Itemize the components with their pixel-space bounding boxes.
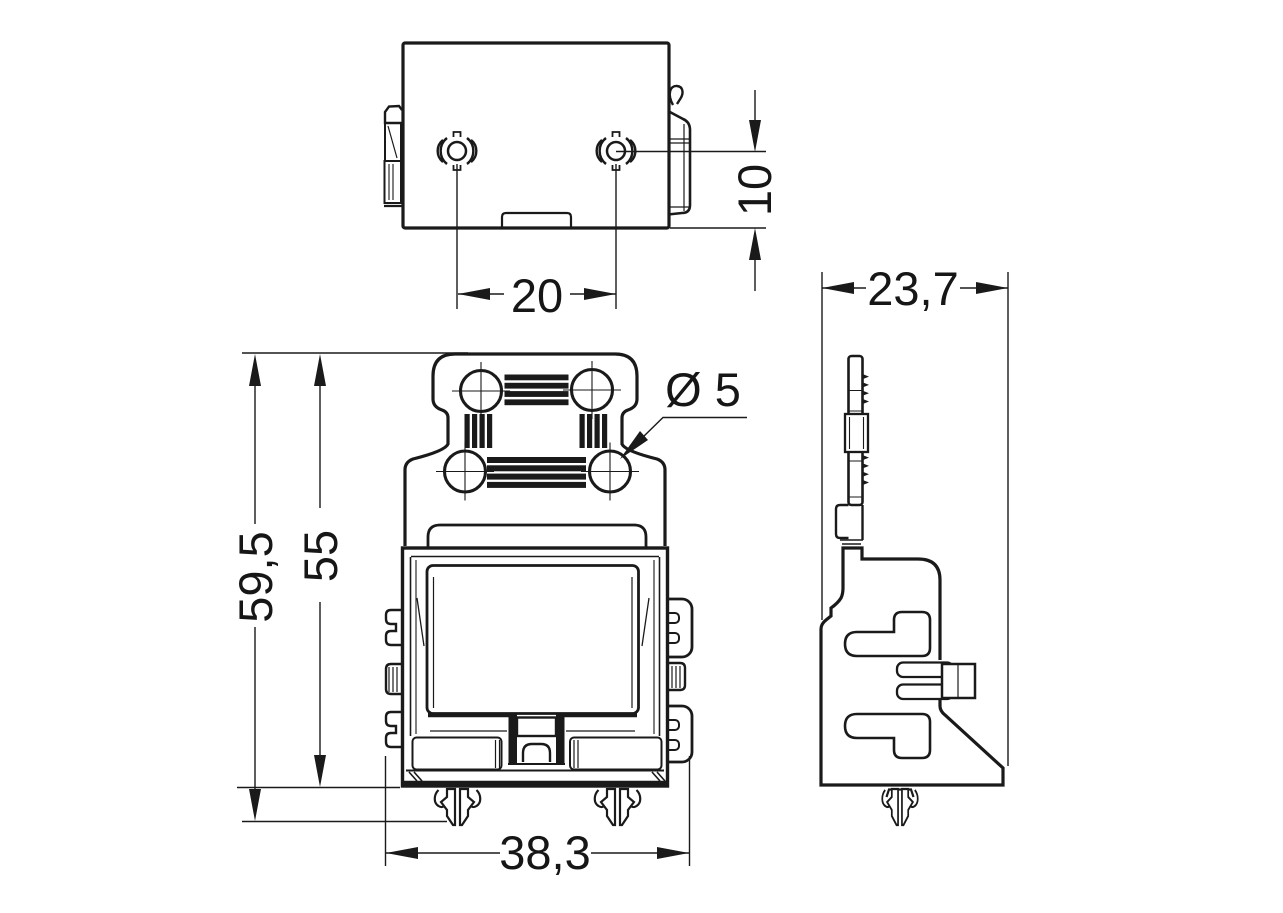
dim-housing-height-label: 55 (294, 530, 347, 582)
lower-slot (843, 712, 932, 760)
dim-total-height: 59,5 (229, 354, 282, 821)
upper-slot (843, 610, 932, 658)
side-foot-cap (885, 788, 915, 798)
dim-pin-spacing-label: 20 (511, 269, 563, 322)
top-view (383, 41, 692, 230)
right-rail-feature (667, 84, 692, 216)
clamp-head-outline (403, 352, 667, 546)
front-view (384, 352, 694, 827)
dimension-annotations: 20 10 59,5 55 38,3 2 (229, 90, 1009, 879)
central-latch (508, 713, 565, 765)
housing-outline (400, 546, 670, 788)
locking-blade (834, 354, 870, 545)
grip-ribs (464, 374, 608, 488)
dim-housing-height: 55 (294, 354, 347, 787)
dim-depth: 23,7 (822, 262, 1008, 315)
dim-hole-diameter: Ø 5 (620, 363, 747, 459)
side-latch (895, 661, 977, 701)
dim-pin-spacing: 20 (458, 269, 616, 322)
side-view (819, 354, 1005, 827)
side-body-outline (819, 546, 1005, 787)
left-latch-tabs (384, 608, 402, 749)
dim-housing-width-label: 38,3 (499, 826, 590, 879)
dim-total-height-label: 59,5 (229, 531, 282, 622)
dim-housing-width: 38,3 (386, 826, 689, 879)
collar (426, 523, 648, 548)
snap-foot-left (433, 787, 482, 827)
dim-pin-edge-offset: 10 (728, 90, 781, 291)
bottom-notch (500, 211, 573, 227)
dim-pin-edge-offset-label: 10 (728, 164, 781, 216)
bottom-tray (406, 736, 666, 782)
snap-foot-right (593, 787, 642, 827)
left-rail-feature (383, 104, 403, 208)
mounting-holes (436, 361, 639, 501)
dim-depth-label: 23,7 (867, 262, 958, 315)
cavity (425, 564, 640, 715)
hook (668, 84, 684, 106)
dim-hole-diameter-label: Ø 5 (665, 363, 741, 416)
right-latch-tabs (668, 597, 694, 764)
